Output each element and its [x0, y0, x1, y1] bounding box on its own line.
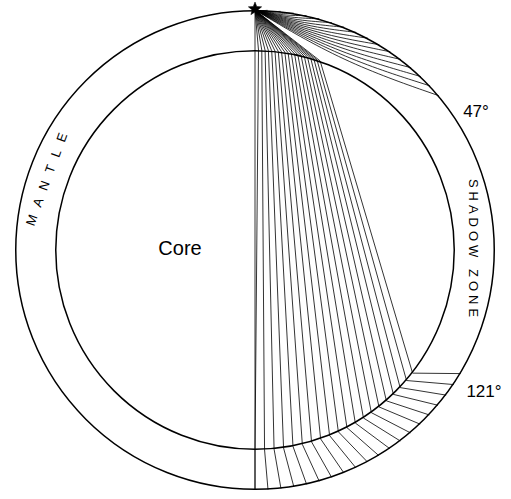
region-circle [56, 51, 455, 450]
core-region: Core [55, 50, 455, 450]
seismic-ray [255, 10, 258, 490]
seismic-ray [255, 10, 446, 395]
seismic-ray [255, 10, 390, 449]
seismic-ray [255, 10, 430, 86]
angle-label: 121° [466, 383, 501, 400]
seismic-ray [255, 10, 461, 374]
seismic-ray [255, 10, 411, 68]
zone-label: SHADOW ZONE [467, 179, 480, 321]
region-outline [55, 50, 455, 450]
region-name: MANTLE [24, 123, 73, 228]
core-name: Core [158, 238, 201, 258]
seismic-ray [255, 10, 332, 477]
seismic-ray [255, 10, 379, 456]
seismic-ray [255, 10, 454, 385]
angle-label: 47° [463, 103, 489, 120]
seismic-ray [255, 10, 400, 441]
seismic-ray [255, 10, 256, 490]
seismic-ray [255, 10, 420, 424]
seismic-ray [255, 10, 438, 405]
mantle-region: MANTLE Core [15, 10, 495, 490]
region-circle [16, 11, 495, 490]
region-outline [15, 10, 495, 490]
earthquake-source [248, 2, 261, 15]
seismic-ray [255, 10, 344, 473]
